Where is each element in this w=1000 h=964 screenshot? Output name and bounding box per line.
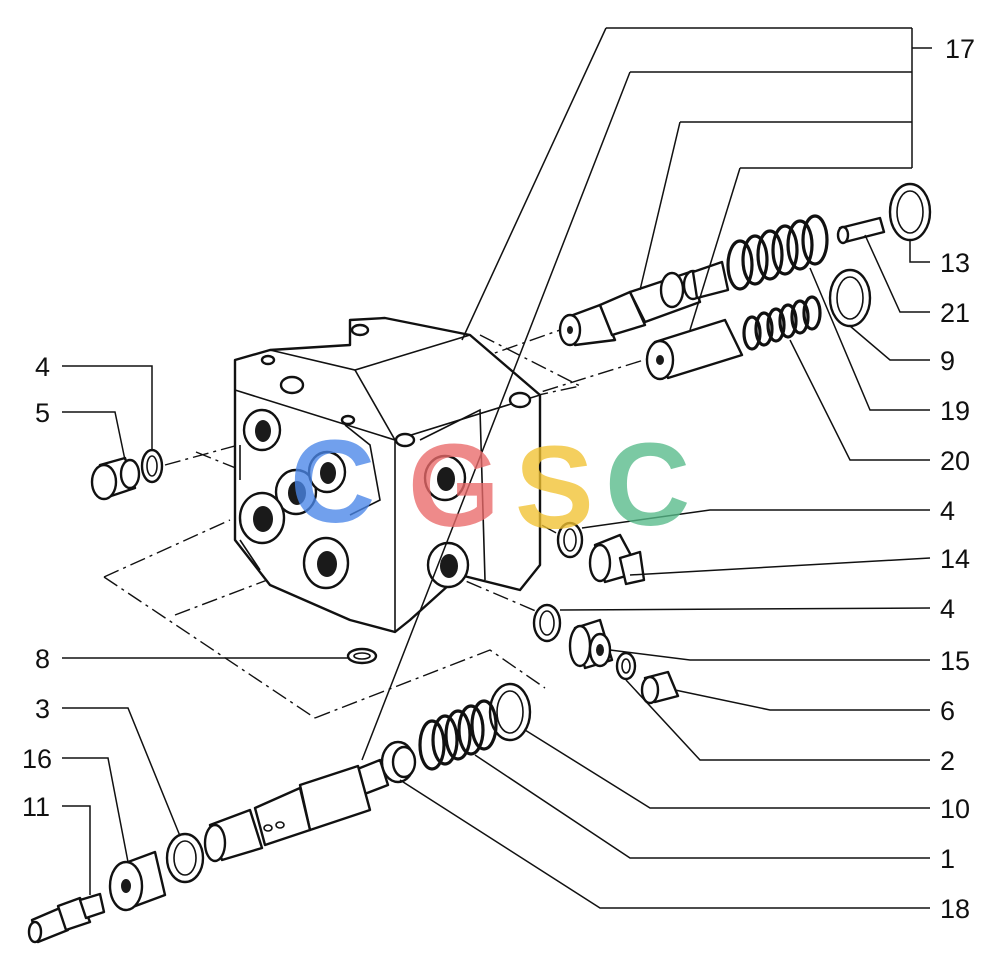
callout-3: 3 xyxy=(35,694,50,724)
callout-16: 16 xyxy=(22,744,52,774)
washer-4-low xyxy=(532,603,562,643)
ring-8-inner xyxy=(353,652,371,660)
callout-19: 19 xyxy=(940,396,970,426)
watermark-letter-3: S xyxy=(515,422,594,554)
ring-13 xyxy=(888,182,932,242)
callout-15: 15 xyxy=(940,646,970,676)
ring-3-inner xyxy=(173,840,197,876)
callout-17: 17 xyxy=(945,34,975,64)
callouts-left: 4 5 8 3 16 11 xyxy=(22,352,52,822)
callout-5: 5 xyxy=(35,398,50,428)
watermark-letter-2: G xyxy=(408,420,500,552)
spring-1 xyxy=(418,699,498,771)
callout-8: 8 xyxy=(35,644,50,674)
ring-9-inner xyxy=(836,276,864,320)
callout-21: 21 xyxy=(940,298,970,328)
watermark-letter-1: C xyxy=(290,416,375,548)
pin-21 xyxy=(836,216,886,245)
callout-10: 10 xyxy=(940,794,970,824)
callout-6: 6 xyxy=(940,696,955,726)
fitting-15 xyxy=(568,618,614,670)
spool-upper xyxy=(558,260,730,347)
ring-9 xyxy=(828,268,872,328)
spool-lower xyxy=(203,758,390,863)
callout-4-a: 4 xyxy=(940,496,955,526)
ring-13-inner xyxy=(896,190,924,234)
washer-4-left-inner xyxy=(146,455,158,477)
leader-lines xyxy=(62,27,932,909)
callout-11: 11 xyxy=(22,792,50,822)
washer-4-low-inner xyxy=(539,610,555,636)
plug-6 xyxy=(640,670,680,705)
callout-9: 9 xyxy=(940,346,955,376)
washer-4-left xyxy=(140,448,164,484)
ring-8 xyxy=(346,647,378,665)
plug-16 xyxy=(108,850,167,912)
washer-2-inner xyxy=(621,658,631,674)
fitting-11 xyxy=(27,892,106,944)
spring-19 xyxy=(726,214,829,291)
callout-18: 18 xyxy=(940,894,970,924)
valve-body xyxy=(233,316,542,634)
sleeve-upper xyxy=(645,318,744,381)
callout-2: 2 xyxy=(940,746,955,776)
washer-4-mid-inner xyxy=(563,528,577,552)
spring-20 xyxy=(742,295,822,351)
callout-4-b: 4 xyxy=(940,594,955,624)
washer-2 xyxy=(615,651,637,681)
watermark-letter-4: C xyxy=(605,419,690,551)
ring-3 xyxy=(165,832,205,884)
callout-14: 14 xyxy=(940,544,970,574)
callouts-right: 17 13 21 9 19 20 4 14 4 15 6 2 10 1 18 xyxy=(940,34,975,924)
plug-5 xyxy=(90,456,141,501)
ring-10-inner xyxy=(496,690,524,734)
watermark: C G S C xyxy=(290,416,690,554)
fitting-14 xyxy=(588,533,646,586)
washer-4-mid xyxy=(556,521,584,559)
seat-18 xyxy=(380,740,417,784)
callout-4-left: 4 xyxy=(35,352,50,382)
callout-20: 20 xyxy=(940,446,970,476)
callout-1: 1 xyxy=(940,844,955,874)
callout-13: 13 xyxy=(940,248,970,278)
